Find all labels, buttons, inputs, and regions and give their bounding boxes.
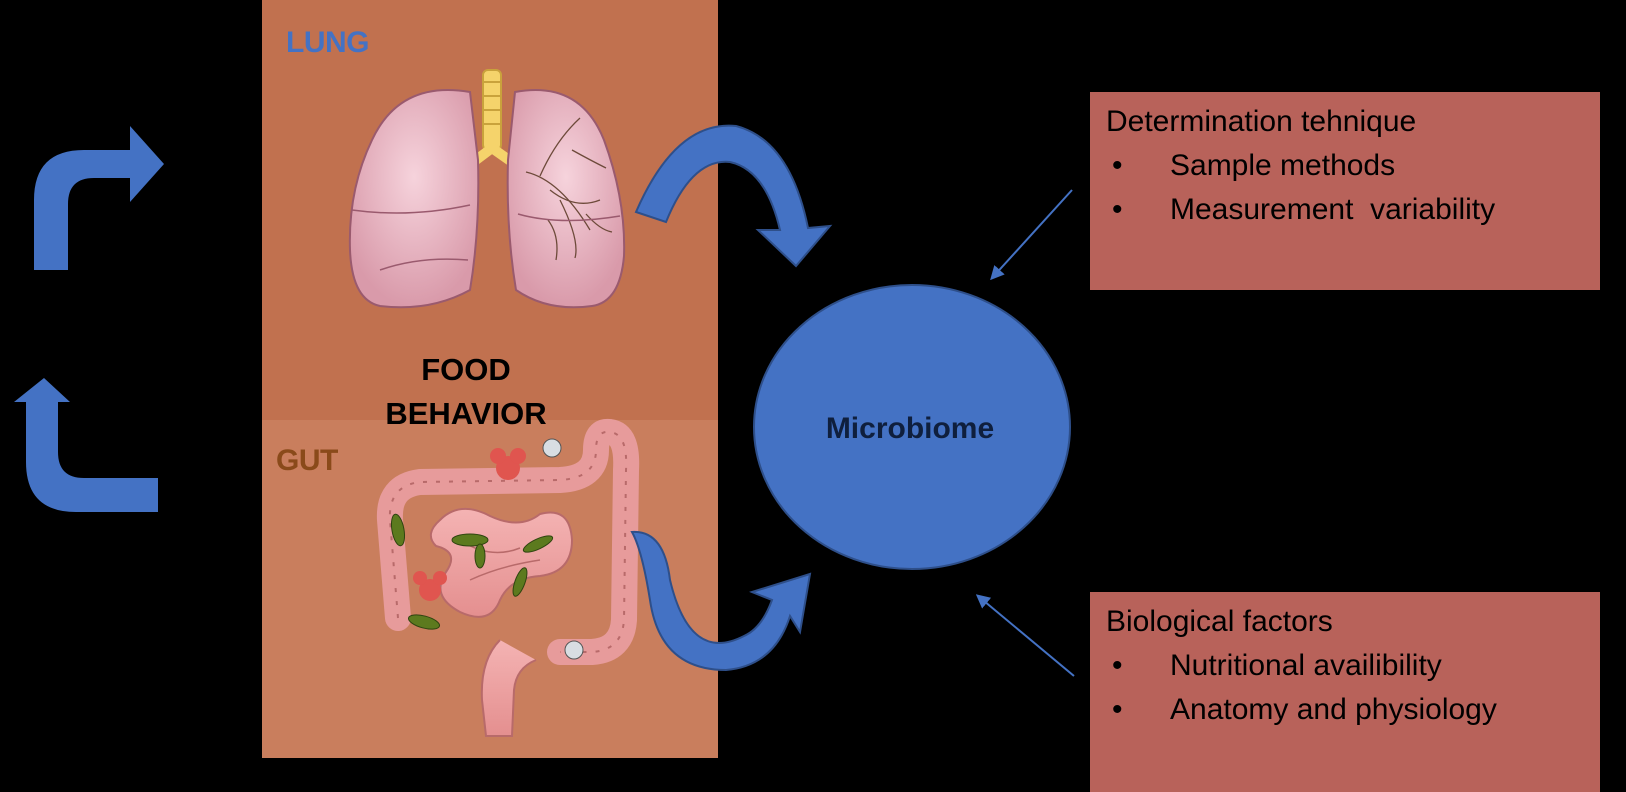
factor-item-label: Measurement variability [1170, 193, 1496, 226]
bent-arrow-up-right [34, 126, 164, 270]
virus-particles [542, 438, 584, 660]
food-behavior-line-2: BEHAVIOR [385, 396, 547, 431]
factor-item-label: Sample methods [1170, 149, 1396, 182]
biological-factors-box: Biological factors • Nutritional availib… [1090, 592, 1600, 792]
factor-item: • Sample methods [1106, 144, 1586, 188]
biological-arrow [975, 594, 1075, 677]
left-loop-arrows [14, 126, 164, 512]
red-blossoms [413, 448, 526, 601]
bullet-icon: • [1112, 649, 1123, 682]
food-behavior-label: FOOD BEHAVIOR [366, 348, 566, 436]
small-intestine [429, 508, 574, 618]
microbiome-label: Microbiome [825, 412, 995, 445]
gut-curved-arrow [630, 530, 812, 672]
bullet-icon: • [1112, 693, 1123, 726]
gut-label: GUT [276, 444, 338, 477]
microbiome-circle [753, 284, 1071, 570]
bullet-icon: • [1112, 149, 1123, 182]
factor-box-title: Biological factors [1106, 605, 1333, 638]
factor-box-title: Determination tehnique [1106, 105, 1417, 138]
factor-item: • Measurement variability [1106, 188, 1586, 232]
factor-item: • Nutritional availibility [1106, 644, 1586, 688]
bent-arrow-down-right [14, 378, 158, 512]
rectum [480, 639, 537, 737]
lung-illustration [348, 69, 626, 309]
food-behavior-line-1: FOOD [421, 352, 511, 387]
gut-illustration [376, 418, 640, 737]
lung-label: LUNG [286, 26, 370, 59]
right-lung [506, 89, 626, 309]
factor-item-label: Anatomy and physiology [1170, 693, 1497, 726]
factor-item-label: Nutritional availibility [1170, 649, 1442, 682]
determination-technique-box: Determination tehnique • Sample methods … [1090, 92, 1600, 290]
factor-item: • Anatomy and physiology [1106, 688, 1586, 732]
technique-arrow [990, 189, 1073, 281]
bacteria [390, 513, 554, 630]
organ-to-microbiome-arrows [630, 124, 833, 672]
bullet-icon: • [1112, 193, 1123, 226]
lung-curved-arrow [634, 124, 833, 268]
left-lung [348, 89, 480, 309]
